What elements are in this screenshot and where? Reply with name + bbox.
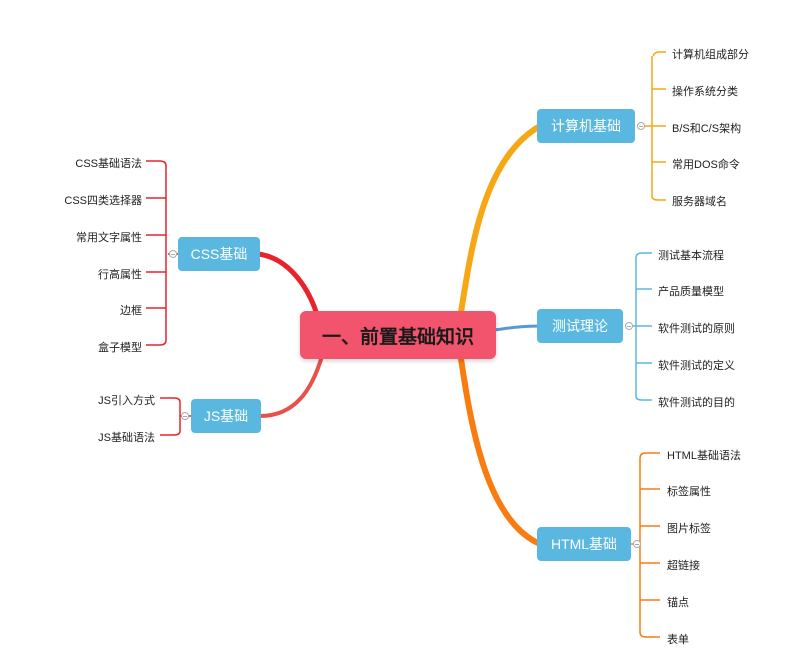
bracket-js: [160, 397, 192, 436]
branch-testing-theory[interactable]: 测试理论: [537, 309, 623, 343]
leaf-bs-cs-architecture[interactable]: B/S和C/S架构: [672, 123, 742, 135]
bracket-css: [146, 160, 180, 346]
collapse-toggle-js[interactable]: [181, 412, 189, 420]
leaf-server-domain[interactable]: 服务器域名: [672, 196, 727, 208]
link-computer: [457, 123, 543, 321]
leaf-css-selectors[interactable]: CSS四类选择器: [64, 195, 142, 207]
leaf-line-height[interactable]: 行高属性: [98, 269, 142, 281]
leaf-dos-commands[interactable]: 常用DOS命令: [672, 159, 740, 171]
leaf-html-syntax[interactable]: HTML基础语法: [667, 450, 741, 462]
collapse-toggle-computer[interactable]: [637, 122, 645, 130]
leaf-text-properties[interactable]: 常用文字属性: [76, 232, 142, 244]
leaf-js-include[interactable]: JS引入方式: [98, 395, 155, 407]
leaf-border[interactable]: 边框: [120, 305, 142, 317]
leaf-box-model[interactable]: 盒子模型: [98, 342, 142, 354]
bracket-testing: [630, 252, 652, 401]
leaf-quality-model[interactable]: 产品质量模型: [658, 286, 724, 298]
link-css: [255, 251, 321, 321]
leaf-tag-attributes[interactable]: 标签属性: [667, 486, 711, 498]
collapse-toggle-testing[interactable]: [625, 322, 633, 330]
leaf-test-principles[interactable]: 软件测试的原则: [658, 323, 735, 335]
branch-computer-basics[interactable]: 计算机基础: [537, 109, 635, 143]
leaf-image-tag[interactable]: 图片标签: [667, 523, 711, 535]
leaf-test-definition[interactable]: 软件测试的定义: [658, 360, 735, 372]
leaf-css-syntax[interactable]: CSS基础语法: [75, 158, 142, 170]
branch-css-basics[interactable]: CSS基础: [178, 237, 260, 271]
root-topic[interactable]: 一、前置基础知识: [300, 311, 496, 359]
branch-html-basics[interactable]: HTML基础: [537, 527, 631, 561]
leaf-anchor[interactable]: 锚点: [667, 597, 689, 609]
branch-js-basics[interactable]: JS基础: [191, 399, 261, 433]
leaf-test-purpose[interactable]: 软件测试的目的: [658, 397, 735, 409]
collapse-toggle-html[interactable]: [633, 540, 641, 548]
collapse-toggle-css[interactable]: [169, 250, 177, 258]
leaf-hyperlink[interactable]: 超链接: [667, 560, 700, 572]
link-html: [457, 349, 543, 547]
leaf-js-syntax[interactable]: JS基础语法: [98, 432, 155, 444]
leaf-form[interactable]: 表单: [667, 634, 689, 646]
leaf-test-process[interactable]: 测试基本流程: [658, 250, 724, 262]
link-testing: [493, 324, 541, 332]
leaf-os-classification[interactable]: 操作系统分类: [672, 86, 738, 98]
leaf-computer-components[interactable]: 计算机组成部分: [672, 49, 749, 61]
link-js: [258, 354, 324, 418]
